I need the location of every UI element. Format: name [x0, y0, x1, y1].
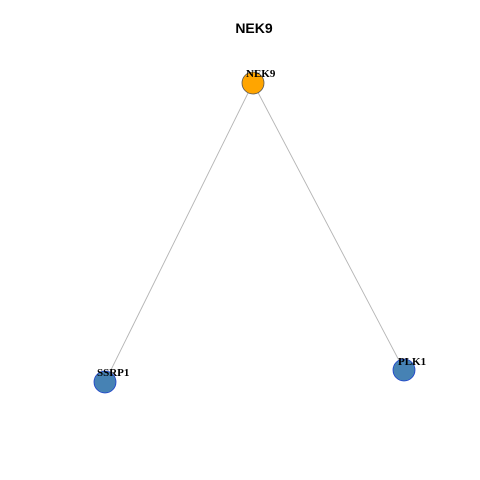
- node-plk1-circle: [392, 358, 416, 382]
- graph-title: NEK9: [235, 20, 273, 36]
- node-plk1[interactable]: PLK1: [392, 356, 426, 382]
- nodes-layer: NEK9 SSRP1 PLK1: [93, 68, 426, 394]
- node-ssrp1-circle: [93, 370, 117, 394]
- node-nek9-label: NEK9: [246, 68, 276, 80]
- node-ssrp1[interactable]: SSRP1: [93, 367, 129, 394]
- edge-nek9-plk1: [252, 82, 405, 371]
- node-nek9-circle: [241, 71, 265, 95]
- edge-nek9-ssrp1: [104, 82, 254, 383]
- node-plk1-label: PLK1: [398, 356, 426, 368]
- node-nek9[interactable]: NEK9: [241, 68, 276, 95]
- edges-layer: [104, 82, 405, 383]
- node-ssrp1-label: SSRP1: [97, 367, 129, 379]
